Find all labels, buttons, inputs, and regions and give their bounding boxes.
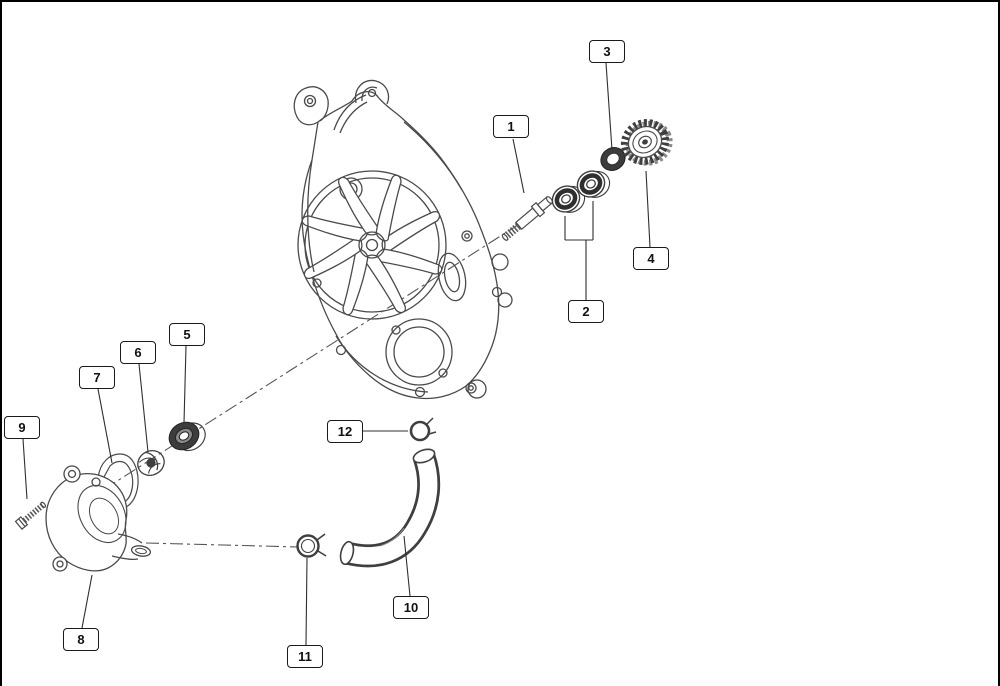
callout-5: 5 (169, 323, 205, 346)
hose-clamp-lower (296, 533, 327, 558)
bearing-pair (551, 170, 611, 213)
callout-10-label: 10 (403, 600, 419, 615)
callout-5-label: 5 (183, 327, 191, 342)
cover-fan-fins (299, 172, 445, 318)
callout-7: 7 (79, 366, 115, 389)
callout-7-label: 7 (93, 370, 101, 385)
water-pump-gear (620, 119, 673, 166)
callout-11: 11 (287, 645, 323, 668)
callout-3: 3 (589, 40, 625, 63)
coolant-hose (339, 448, 441, 568)
impeller (137, 450, 165, 476)
seal-washer (600, 147, 626, 171)
callout-6-label: 6 (134, 345, 142, 360)
mounting-bolt (14, 501, 47, 530)
callout-2: 2 (568, 300, 604, 323)
callout-4: 4 (633, 247, 669, 270)
callout-12-label: 12 (337, 424, 353, 439)
callout-1: 1 (493, 115, 529, 138)
assembly-centerlines (99, 197, 561, 548)
callout-8: 8 (63, 628, 99, 651)
callout-6: 6 (120, 341, 156, 364)
callout-11-label: 11 (298, 649, 312, 664)
callout-2-label: 2 (582, 304, 590, 319)
shaft-seal (168, 421, 206, 452)
callout-1-label: 1 (507, 119, 515, 134)
callout-10: 10 (393, 596, 429, 619)
callout-3-label: 3 (603, 44, 611, 59)
callout-8-label: 8 (77, 632, 85, 647)
callout-9-label: 9 (18, 420, 26, 435)
engine-cover (293, 79, 513, 400)
pump-shaft (501, 196, 554, 241)
callout-4-label: 4 (647, 251, 655, 266)
water-pump-cover (45, 465, 152, 572)
callout-9: 9 (4, 416, 40, 439)
callout-12: 12 (327, 420, 363, 443)
hose-clamp-upper (409, 417, 437, 442)
leader-lines (22, 62, 651, 646)
